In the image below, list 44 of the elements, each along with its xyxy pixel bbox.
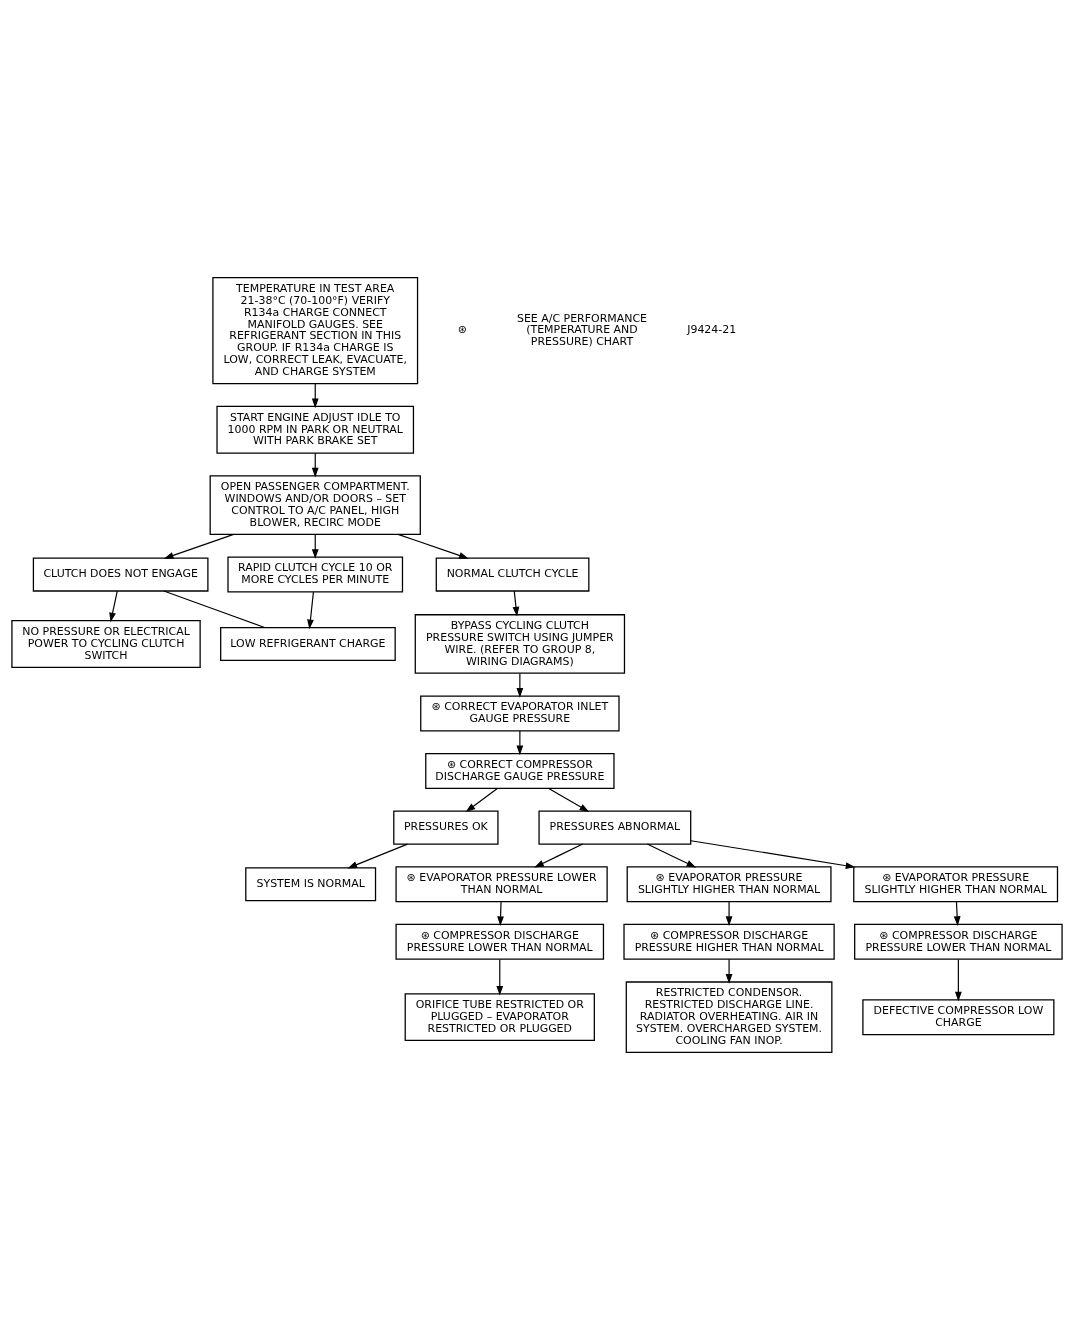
arrow bbox=[955, 958, 962, 1002]
node-box: ⊛ EVAPORATOR PRESSURE SLIGHTLY HIGHER THAN NORMAL bbox=[626, 866, 832, 903]
label: J9424-21 bbox=[687, 323, 737, 337]
node-box: OPEN PASSENGER COMPARTMENT. WINDOWS AND/OR DOORS – SET CONTROL TO A/C PANEL, HIGH BLOWER, RECIRC MODE bbox=[209, 475, 421, 535]
arrow bbox=[690, 840, 856, 870]
arrow bbox=[307, 591, 315, 630]
arrow bbox=[512, 590, 520, 617]
node-box: NORMAL CLUTCH CYCLE bbox=[435, 557, 590, 592]
connector bbox=[163, 590, 266, 629]
node-box: CLUTCH DOES NOT ENGAGE bbox=[32, 557, 209, 592]
node-box: ⊛ CORRECT EVAPORATOR INLET GAUGE PRESSURE bbox=[420, 695, 620, 732]
label: ⊛ bbox=[457, 323, 467, 337]
node-box: RAPID CLUTCH CYCLE 10 OR MORE CYCLES PER MINUTE bbox=[227, 556, 404, 593]
label: SEE A/C PERFORMANCE (TEMPERATURE AND PRESSURE) CHART bbox=[517, 311, 647, 349]
node-box: TEMPERATURE IN TEST AREA 21-38°C (70-100°F) VERIFY R134a CHARGE CONNECT MANIFOLD GAUGES. SEE REFRIGERANT SECTION IN THIS GROUP. IF R134a CHARGE IS LOW, CORRECT LEAK, EVACUATE, AND CHARGE SYSTEM bbox=[212, 277, 419, 385]
node-box: RESTRICTED CONDENSOR. RESTRICTED DISCHARGE LINE. RADIATOR OVERHEATING. AIR IN SYSTEM. OVERCHARGED SYSTEM. COOLING FAN INOP. bbox=[625, 981, 833, 1053]
arrow bbox=[547, 787, 590, 812]
node-box: ⊛ COMPRESSOR DISCHARGE PRESSURE LOWER THAN NORMAL bbox=[854, 923, 1063, 960]
node-box: ⊛ COMPRESSOR DISCHARGE PRESSURE HIGHER THAN NORMAL bbox=[623, 923, 835, 960]
arrow bbox=[109, 590, 118, 623]
arrow bbox=[163, 533, 235, 559]
arrow bbox=[516, 672, 524, 698]
arrow bbox=[397, 533, 469, 559]
node-box: ⊛ CORRECT COMPRESSOR DISCHARGE GAUGE PRESSURE bbox=[425, 752, 615, 789]
arrow bbox=[465, 787, 499, 813]
arrow bbox=[516, 730, 524, 756]
arrow bbox=[497, 901, 504, 926]
node-box: DEFECTIVE COMPRESSOR LOW CHARGE bbox=[862, 999, 1055, 1036]
node-box: PRESSURES OK bbox=[393, 810, 499, 845]
node-box: PRESSURES ABNORMAL bbox=[538, 810, 692, 845]
arrow bbox=[725, 901, 733, 926]
node-box: START ENGINE ADJUST IDLE TO 1000 RPM IN PARK OR NEUTRAL WITH PARK BRAKE SET bbox=[216, 405, 415, 454]
node-box: ORIFICE TUBE RESTRICTED OR PLUGGED – EVAPORATOR RESTRICTED OR PLUGGED bbox=[404, 993, 595, 1042]
arrow bbox=[347, 843, 409, 869]
arrow bbox=[725, 958, 733, 984]
node-box: ⊛ EVAPORATOR PRESSURE SLIGHTLY HIGHER THAN NORMAL bbox=[853, 866, 1059, 903]
arrow bbox=[953, 901, 961, 926]
node-box: ⊛ COMPRESSOR DISCHARGE PRESSURE LOWER THAN NORMAL bbox=[395, 923, 605, 960]
node-box: SYSTEM IS NORMAL bbox=[245, 867, 377, 902]
arrow bbox=[496, 958, 504, 996]
node-box: BYPASS CYCLING CLUTCH PRESSURE SWITCH USING JUMPER WIRE. (REFER TO GROUP 8, WIRING DIAGRAMS) bbox=[414, 614, 626, 674]
node-box: LOW REFRIGERANT CHARGE bbox=[220, 626, 396, 662]
node-box: NO PRESSURE OR ELECTRICAL POWER TO CYCLING CLUTCH SWITCH bbox=[11, 620, 201, 668]
node-box: ⊛ EVAPORATOR PRESSURE LOWER THAN NORMAL bbox=[395, 866, 608, 903]
